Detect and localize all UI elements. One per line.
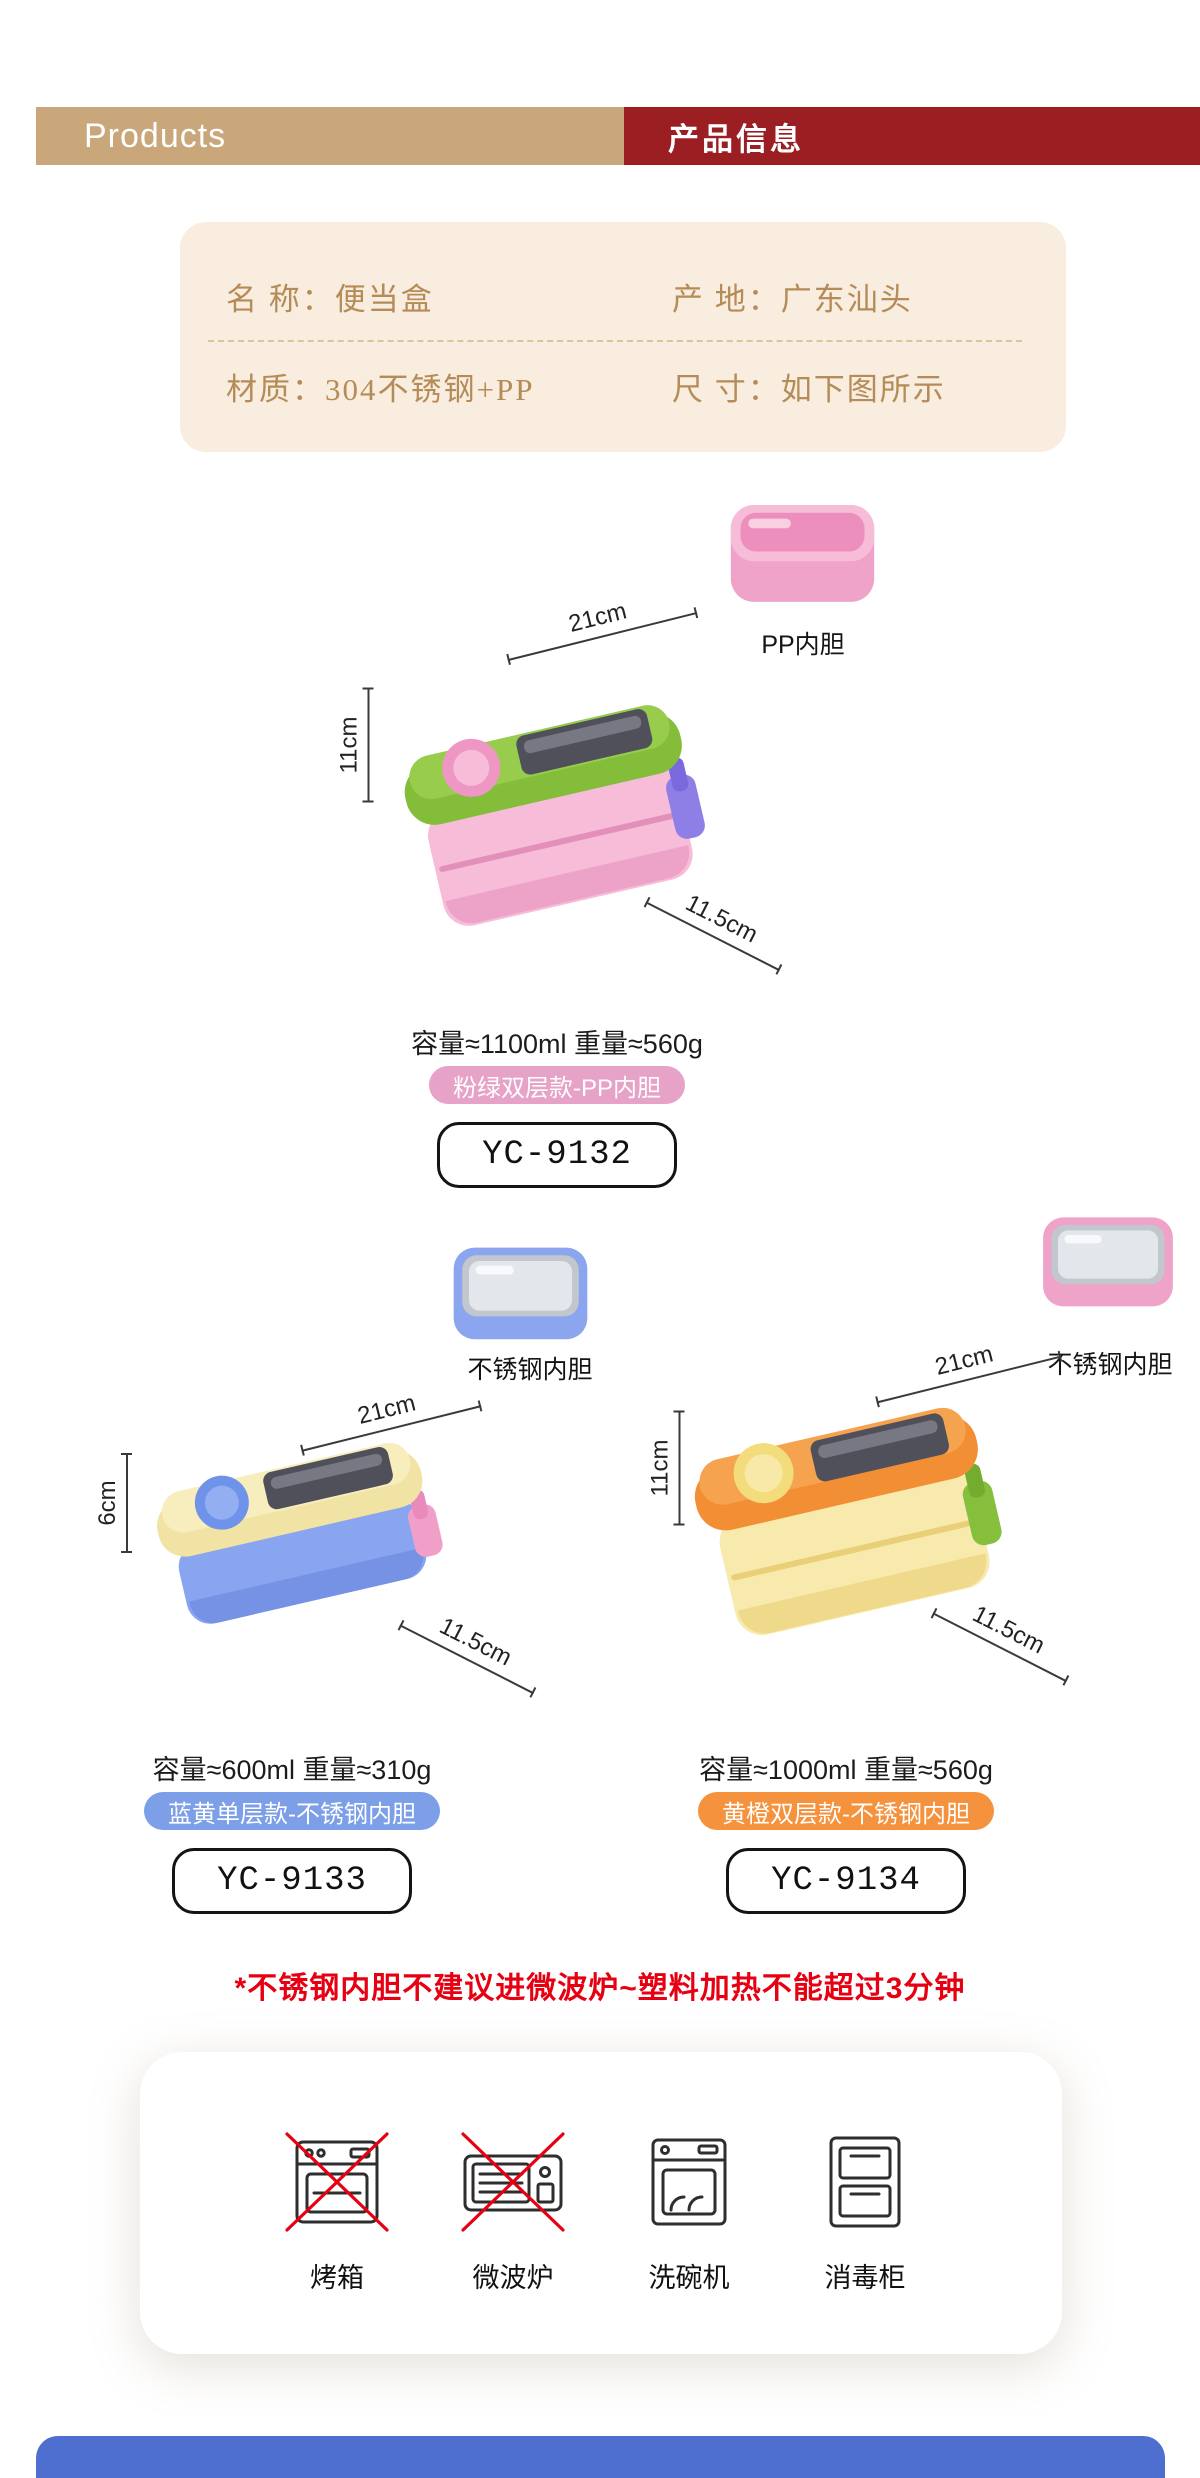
dashed-divider (208, 340, 1022, 342)
field-value: 如下图所示 (780, 372, 946, 407)
bento-box-illustration-yc9132 (350, 635, 770, 985)
bento-box-graphic (404, 705, 705, 926)
footer-accent-bar (36, 2436, 1165, 2478)
field-value: 便当盒 (334, 282, 434, 317)
pp-liner-label: PP内胆 (761, 631, 845, 659)
products-banner-label: Products (84, 116, 227, 155)
products-banner: Products (36, 107, 624, 165)
info-field-origin: 产 地：广东汕头 (672, 274, 913, 319)
pp-liner-graphic (730, 505, 875, 602)
stainless-liner-image-pink (1038, 1210, 1178, 1312)
appliance-dishwasher: 洗碗机 (629, 2126, 749, 2354)
dishwasher-icon (651, 2138, 727, 2226)
field-value: 304不锈钢+PP (325, 372, 535, 407)
appliance-label: 烤箱 (310, 2263, 364, 2293)
appliance-microwave: 微波炉 (453, 2126, 573, 2354)
variant-badge: 黄橙双层款-不锈钢内胆 (698, 1792, 994, 1830)
model-number-button[interactable]: YC-9132 (437, 1122, 677, 1188)
variant-badge: 蓝黄单层款-不锈钢内胆 (144, 1792, 440, 1830)
field-label: 尺 寸： (672, 372, 781, 407)
field-value: 广东汕头 (780, 282, 913, 317)
appliance-sterilizer: 消毒柜 (805, 2126, 925, 2354)
capacity-weight-text: 容量≈1100ml 重量≈560g (411, 1029, 703, 1059)
product-info-panel: 名 称：便当盒 产 地：广东汕头 材质：304不锈钢+PP 尺 寸：如下图所示 (180, 222, 1066, 452)
microwave-icon (461, 2132, 565, 2232)
appliance-oven: 烤箱 (277, 2126, 397, 2354)
bento-box-illustration-yc9134 (639, 1338, 1069, 1698)
info-field-material: 材质：304不锈钢+PP (226, 364, 534, 409)
microwave-warning-text: *不锈钢内胆不建议进微波炉~塑料加热不能超过3分钟 (234, 1972, 966, 2005)
info-field-name: 名 称：便当盒 (226, 274, 434, 319)
stainless-liner-image-blue (448, 1240, 593, 1345)
not-allowed-cross-icon (285, 2132, 389, 2232)
stainless-liner-label: 不锈钢内胆 (1047, 1351, 1173, 1379)
field-label: 名 称： (226, 282, 335, 317)
bento-box-graphic (694, 1407, 1002, 1636)
sterilizer-cabinet-icon (829, 2136, 901, 2228)
model-number-button[interactable]: YC-9133 (172, 1848, 412, 1914)
product-info-banner-label: 产品信息 (668, 121, 804, 157)
variant-badge: 粉绿双层款-PP内胆 (428, 1066, 686, 1104)
field-label: 产 地： (672, 282, 781, 317)
capacity-weight-text: 容量≈1000ml 重量≈560g (699, 1755, 993, 1785)
yc9132-height-dim: 11cm (335, 687, 370, 803)
info-field-size: 尺 寸：如下图所示 (672, 364, 946, 409)
bento-box-illustration-yc9133 (104, 1384, 504, 1684)
appliance-label: 消毒柜 (824, 2263, 906, 2293)
yc9134-height-dim: 11cm (646, 1410, 681, 1526)
oven-icon (285, 2132, 389, 2232)
yc9133-height-dim: 6cm (94, 1453, 128, 1553)
appliance-label: 微波炉 (472, 2263, 554, 2293)
stainless-liner-graphic (1043, 1217, 1173, 1307)
appliance-label: 洗碗机 (648, 2263, 730, 2293)
bento-box-graphic (157, 1442, 443, 1624)
model-number-button[interactable]: YC-9134 (726, 1848, 966, 1914)
product-info-banner: 产品信息 (624, 107, 1200, 165)
capacity-weight-text: 容量≈600ml 重量≈310g (152, 1755, 432, 1785)
stainless-liner-graphic (453, 1247, 588, 1340)
field-label: 材质： (226, 372, 325, 407)
pp-liner-image (725, 495, 880, 610)
care-instructions-card: 烤箱 微波炉 (140, 2052, 1062, 2354)
not-allowed-cross-icon (461, 2132, 565, 2232)
stainless-liner-label: 不锈钢内胆 (467, 1356, 593, 1384)
